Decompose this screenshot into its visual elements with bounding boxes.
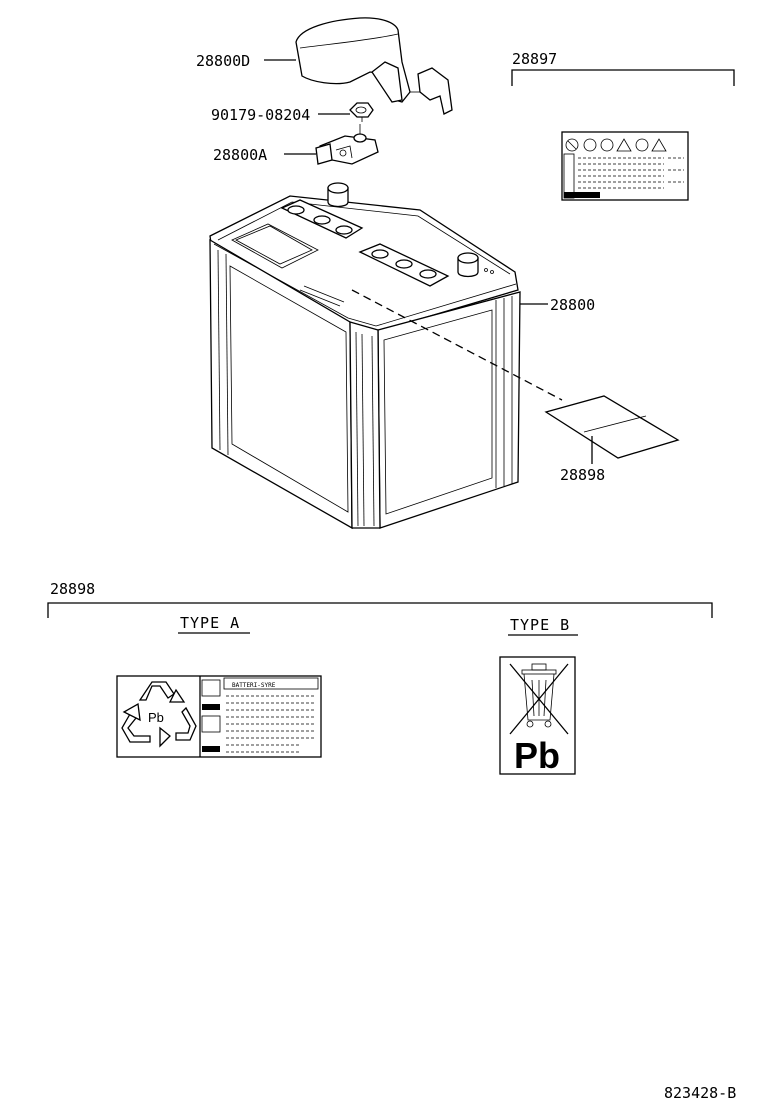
type-a-header: BATTERI-SYRE: [232, 682, 276, 689]
part-label-small-sticker: 28898: [560, 466, 605, 484]
section-title: 28898: [50, 580, 95, 598]
type-a-heading: TYPE A: [180, 614, 240, 632]
type-a-symbol: Pb: [148, 710, 164, 725]
type-a-label: [116, 675, 322, 758]
part-label-caution: 28897: [512, 50, 557, 68]
crossed-bin-icon: [509, 663, 569, 735]
battery-body: [209, 182, 521, 530]
caution-label-bracket: [511, 69, 735, 86]
part-label-terminal: 28800A: [213, 146, 267, 164]
caution-label: [561, 131, 689, 201]
part-label-nut: 90179-08204: [211, 106, 310, 124]
nut: [349, 102, 374, 122]
part-label-cover: 28800D: [196, 52, 250, 70]
type-b-label: [499, 656, 576, 775]
recycle-icon: [121, 681, 197, 748]
terminal-cover: [295, 17, 453, 115]
type-b-symbol: Pb: [514, 735, 560, 776]
battery-terminal: [315, 124, 379, 165]
type-b-heading: TYPE B: [510, 616, 570, 634]
section-bracket: [47, 602, 713, 618]
drawing-number: 823428-B: [664, 1084, 736, 1102]
small-label-sheet: [544, 395, 680, 459]
part-label-battery: 28800: [550, 296, 595, 314]
